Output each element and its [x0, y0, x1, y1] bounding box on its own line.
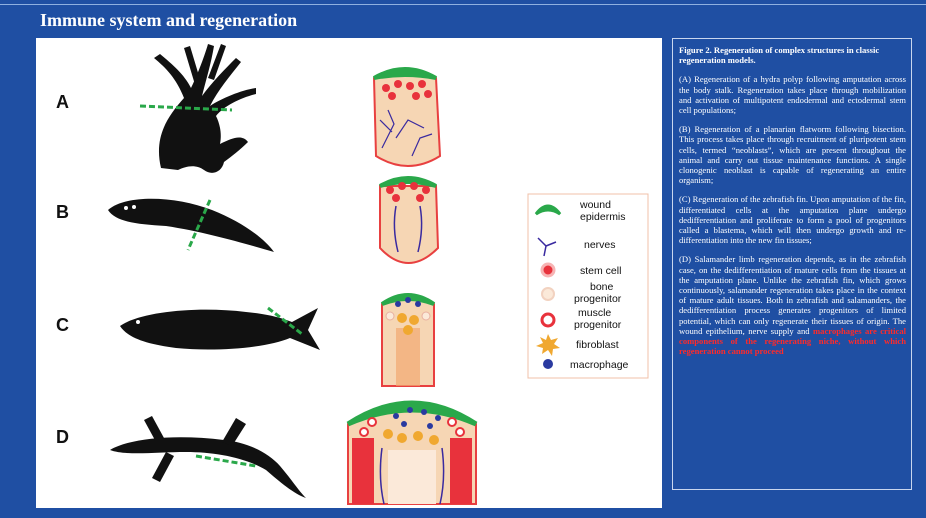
legend-label-stem: stem cell [580, 265, 621, 277]
zebrafish-section [382, 295, 434, 386]
caption-paragraph-d-text: (D) Salamander limb regeneration depends… [679, 254, 906, 335]
page-title: Immune system and regeneration [40, 10, 297, 31]
stem-cell-icon [542, 264, 554, 276]
figure-caption: Figure 2. Regeneration of complex struct… [672, 38, 912, 490]
legend-label-nerves: nerves [584, 239, 616, 251]
label-b: B [56, 202, 69, 222]
top-divider [0, 4, 926, 5]
label-c: C [56, 315, 69, 335]
hydra-section [374, 69, 440, 166]
planarian-section [380, 178, 438, 263]
legend-label-fibroblast: fibroblast [576, 339, 619, 351]
caption-paragraph-a: (A) Regeneration of a hydra polyp follow… [679, 74, 906, 115]
muscle-progenitor-icon [542, 314, 554, 326]
label-d: D [56, 427, 69, 447]
label-a: A [56, 92, 69, 112]
zebrafish-silhouette [120, 308, 320, 350]
caption-paragraph-c: (C) Regeneration of the zebrafish fin. U… [679, 194, 906, 245]
regeneration-figure: A B C D [36, 38, 662, 508]
caption-paragraph-b: (B) Regeneration of a planarian flatworm… [679, 124, 906, 185]
bone-progenitor-icon [542, 288, 554, 300]
caption-paragraph-d: (D) Salamander limb regeneration depends… [679, 254, 906, 356]
macrophage-icon [543, 359, 553, 369]
legend-label-macrophage: macrophage [570, 359, 629, 371]
caption-title: Figure 2. Regeneration of complex struct… [679, 45, 906, 65]
figure-panel: A B C D [36, 38, 662, 508]
salamander-section [348, 403, 476, 504]
